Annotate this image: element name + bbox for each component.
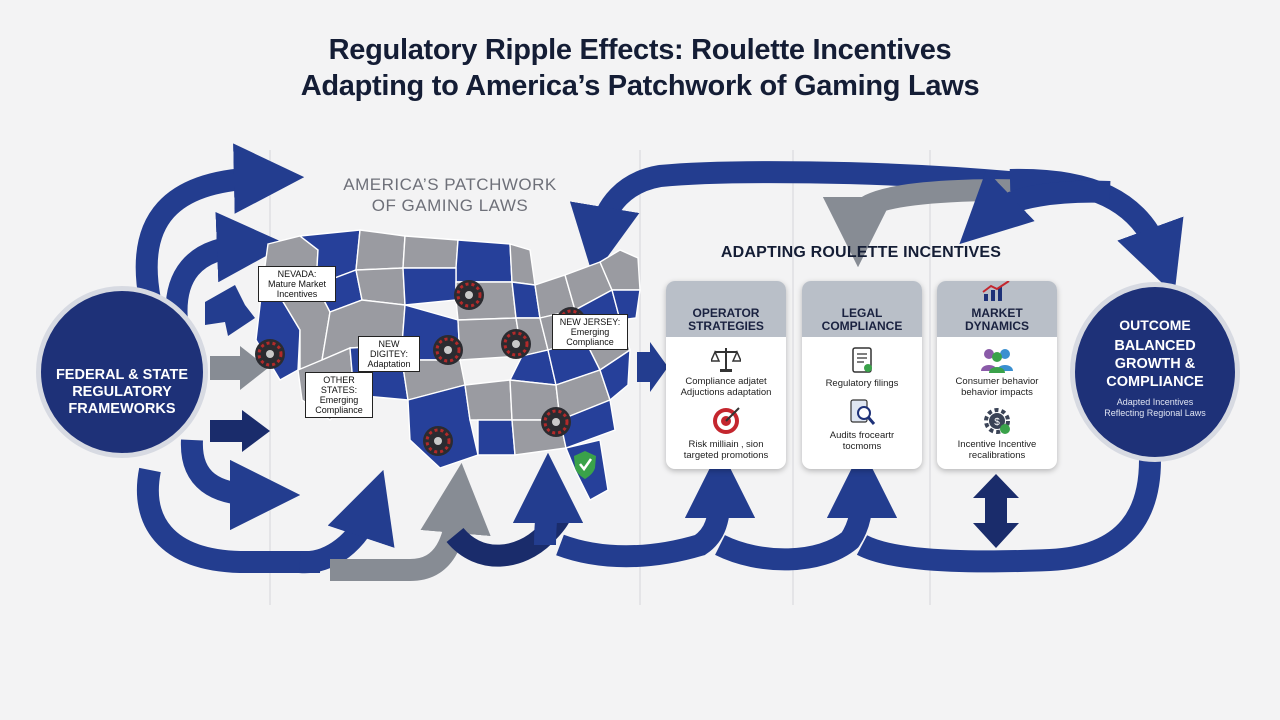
magnifier-icon (850, 399, 876, 425)
panel-item: Compliance adjatet Adjuctions adaptation (666, 345, 786, 398)
frameworks-label: FEDERAL & STATE REGULATORY FRAMEWORKS (55, 367, 189, 417)
bottom-flow-arrows (298, 447, 1161, 581)
map-title-line-2: OF GAMING LAWS (371, 196, 529, 215)
panel-header: OPERATOR STRATEGIES (666, 281, 786, 337)
map-title: AMERICA’S PATCHWORK OF GAMING LAWS (300, 174, 600, 216)
outcome-headline: BALANCED GROWTH & COMPLIANCE (1106, 338, 1204, 390)
panel-item: Consumer behavior behavior impacts (937, 345, 1057, 398)
callout-new-jersey: NEW JERSEY: Emerging Compliance (552, 314, 628, 350)
panel-market-dynamics: MARKET DYNAMICS Consumer behavior behavi… (937, 281, 1057, 469)
panel-operator-strategies: OPERATOR STRATEGIES Compliance adjatet A… (666, 281, 786, 469)
people-icon (981, 349, 1013, 373)
panel-header: LEGAL COMPLIANCE (802, 281, 922, 337)
map-to-panels-arrow (637, 342, 668, 392)
scales-icon (711, 348, 741, 372)
shield-check-icon (574, 451, 596, 479)
outcome-label: OUTCOME (1119, 317, 1191, 333)
document-icon (852, 347, 872, 373)
growth-chart-icon (982, 281, 1010, 301)
panel-item: Audits froceartr tocmoms (802, 397, 922, 452)
outcome-subtext: Adapted Incentives Reflecting Regional L… (1104, 397, 1206, 418)
up-down-arrow (973, 474, 1019, 548)
callout-nevada: NEVADA: Mature Market Incentives (258, 266, 336, 302)
map-title-line-1: AMERICA’S PATCHWORK (343, 175, 557, 194)
panel-item: Regulatory filings (802, 345, 922, 389)
federal-state-frameworks-circle: FEDERAL & STATE REGULATORY FRAMEWORKS (36, 286, 208, 458)
target-icon (713, 407, 740, 434)
panel-legal-compliance: LEGAL COMPLIANCE Regulatory filings (802, 281, 922, 469)
panel-header: MARKET DYNAMICS (937, 281, 1057, 337)
panel-item: $ Incentive Incentive recalibrations (937, 406, 1057, 461)
us-map (255, 229, 641, 501)
gear-dollar-icon: $ (984, 408, 1010, 434)
adapting-title: ADAPTING ROULETTE INCENTIVES (720, 244, 1002, 261)
top-arc-arrows (569, 161, 1184, 295)
outcome-circle: OUTCOME BALANCED GROWTH & COMPLIANCE Ada… (1070, 282, 1240, 462)
title-line-1: Regulatory Ripple Effects: Roulette Ince… (328, 34, 952, 66)
callout-other-states: OTHER STATES: Emerging Compliance (305, 372, 373, 418)
panel-item: Risk milliain ‚ sion targeted promotions (666, 406, 786, 461)
callout-new-digitey: NEW DIGITEY: Adaptation (358, 336, 420, 372)
page-title: Regulatory Ripple Effects: Roulette Ince… (0, 32, 1280, 104)
svg-text:$: $ (994, 417, 1000, 428)
title-line-2: Adapting to America’s Patchwork of Gamin… (300, 70, 980, 102)
left-mid-arrows (205, 285, 270, 452)
